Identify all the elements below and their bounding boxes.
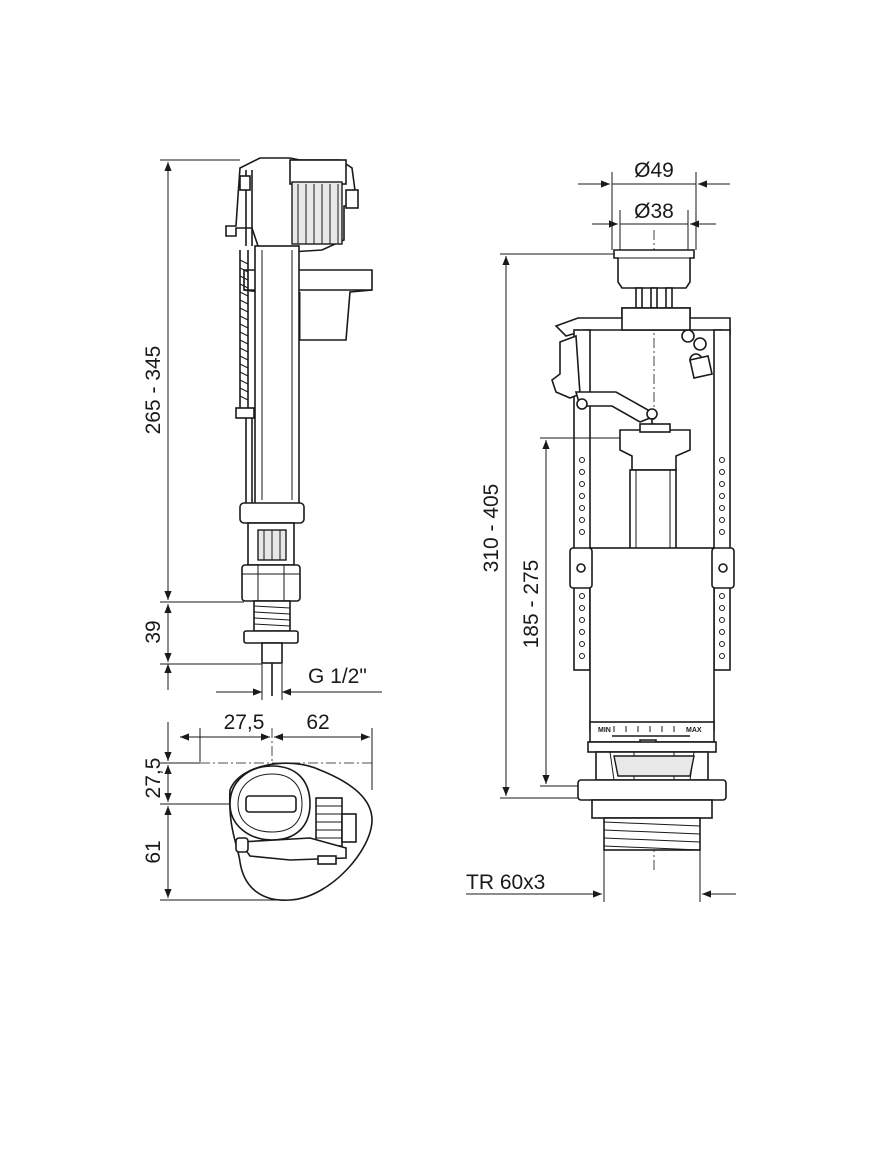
flush-valve-side-view	[551, 230, 735, 870]
fill-valve-top-view	[200, 728, 373, 901]
top-width-1-label: 27,5	[224, 711, 265, 734]
top-width-2-label: 62	[306, 711, 329, 734]
top-depth-2-label: 61	[142, 840, 165, 863]
fill-valve-height-label: 265 - 345	[142, 346, 165, 435]
flush-valve-lower-height-label: 185 - 275	[520, 560, 543, 649]
scale-max-label: MAX	[686, 727, 702, 734]
flush-valve-height-label: 310 - 405	[480, 484, 503, 573]
fill-valve-dimensions	[160, 159, 382, 700]
fill-valve-top-dimensions	[160, 722, 373, 901]
right-rail-holes	[719, 457, 725, 659]
left-rail-holes	[579, 457, 585, 659]
scale-min-label: MIN	[598, 727, 611, 734]
button-outer-diameter-label: Ø49	[634, 159, 674, 182]
fill-valve-side-view	[225, 157, 373, 696]
flush-valve-dimensions	[466, 172, 736, 902]
fill-valve-thread-length-label: 39	[142, 620, 165, 643]
fill-valve-thread-label: G 1/2"	[308, 665, 367, 688]
flush-valve-thread-label: TR 60x3	[466, 871, 545, 894]
button-inner-diameter-label: Ø38	[634, 200, 674, 223]
top-depth-1-label: 27,5	[142, 758, 165, 799]
